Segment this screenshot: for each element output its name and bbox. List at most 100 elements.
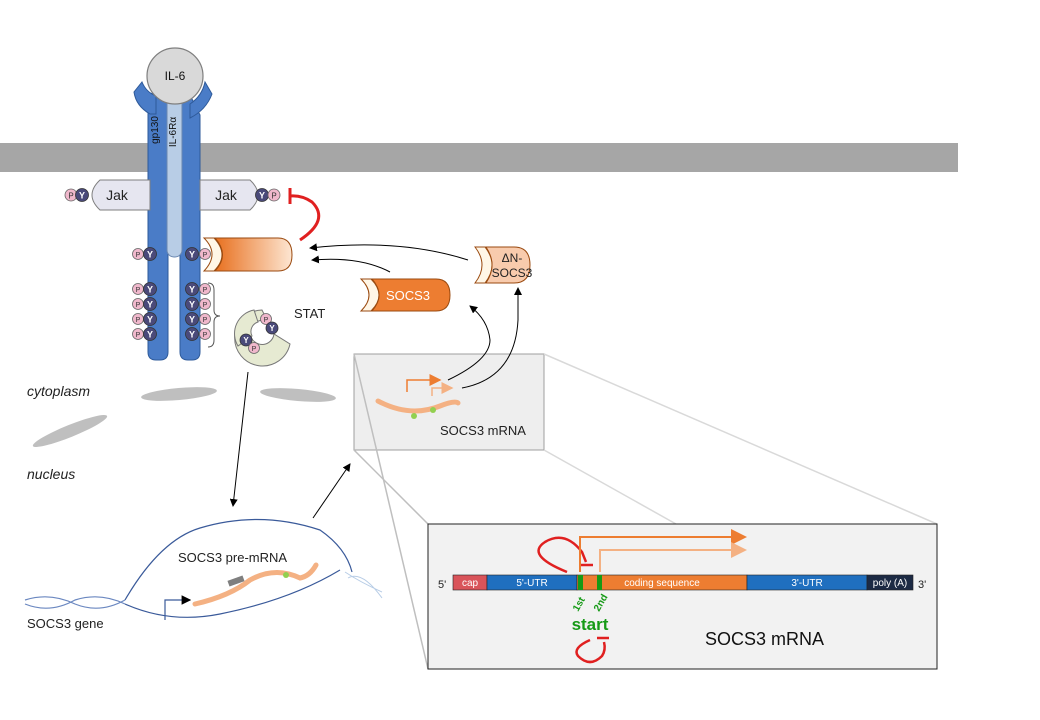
y-circle: [239, 333, 253, 347]
inhibition-loop-top: [537, 536, 588, 574]
mrna-segment: [866, 574, 914, 591]
start-codon-marker: [411, 413, 417, 419]
nucleus-label: nucleus: [27, 466, 75, 482]
p-label: P: [68, 192, 73, 201]
p-label: P: [271, 192, 276, 201]
dn-socs3-label-line2: SOCS3: [492, 266, 533, 280]
p-label: P: [136, 317, 141, 324]
first-start-codon: [578, 575, 583, 590]
nuclear-envelope: [141, 387, 217, 401]
y-label: Y: [147, 250, 153, 260]
gp130-label: gp130: [150, 116, 161, 144]
jak-left-label: Jak: [106, 187, 129, 203]
inhibition-loop-bottom: [575, 638, 606, 664]
y-circle: [143, 282, 157, 296]
y-circle: [185, 327, 199, 341]
stat-label: STAT: [294, 306, 325, 321]
y-label: Y: [147, 330, 153, 340]
socs3-label: SOCS3: [386, 288, 430, 303]
p-circle: [267, 188, 281, 202]
p-label: P: [264, 317, 269, 324]
y-circle: [143, 327, 157, 341]
y-label: Y: [189, 250, 195, 260]
jak-right: Jak Y P: [199, 179, 281, 211]
premrna-exon-marker: [227, 575, 245, 587]
y-circle: [185, 312, 199, 326]
zoom-line: [543, 449, 677, 525]
p-label: P: [136, 287, 141, 294]
p-label: P: [203, 252, 208, 259]
p-label: P: [203, 287, 208, 294]
socs3-protein: SOCS3: [359, 278, 451, 312]
p-label: P: [203, 302, 208, 309]
socs3-gene-label: SOCS3 gene: [27, 616, 104, 631]
y-circle: [143, 312, 157, 326]
nuclear-envelope: [32, 415, 108, 447]
dna-gene: [24, 518, 383, 620]
arrow-stat-to-gene: [229, 371, 249, 507]
arrow-premrna-to-mrna: [312, 463, 351, 519]
five-prime-label: 5': [438, 579, 446, 591]
y-label: Y: [243, 336, 249, 345]
zoom-line: [353, 353, 429, 670]
premrna-strand: [192, 562, 319, 607]
socs3-premrna-label: SOCS3 pre-mRNA: [178, 550, 287, 565]
arrow-socs3-to-receptor: [311, 255, 391, 273]
y-label: Y: [147, 300, 153, 310]
p-circle: [199, 298, 211, 310]
p-label: P: [136, 302, 141, 309]
y-circle: [185, 297, 199, 311]
il6ra-label: IL-6Rα: [168, 117, 179, 147]
start-label: start: [572, 615, 609, 634]
y-circle: [265, 321, 279, 335]
il6-label: IL-6: [165, 69, 186, 83]
nuclear-envelope: [260, 388, 336, 402]
stat-dimer: P Y Y P: [234, 309, 291, 367]
translation-arrow-truncated: [431, 382, 454, 396]
mrna-segment-label: cap: [462, 578, 479, 589]
arrow-mrna-to-dn-socs3: [461, 287, 522, 389]
y-circle: [185, 282, 199, 296]
p-label: P: [252, 346, 257, 353]
y-circle: [75, 188, 89, 202]
p-circle: [199, 283, 211, 295]
p-label: P: [203, 332, 208, 339]
mrna-strand: [375, 398, 461, 414]
p-circle: [248, 342, 260, 354]
p-circle: [199, 328, 211, 340]
y-circle: [143, 297, 157, 311]
y-label: Y: [189, 285, 195, 295]
y-label: Y: [147, 285, 153, 295]
y-label: Y: [189, 315, 195, 325]
y-label: Y: [269, 324, 275, 333]
mrna-segment-label: 5'-UTR: [516, 578, 547, 589]
y-label: Y: [79, 191, 85, 201]
cell-membrane: [0, 143, 958, 172]
arrow-dn-socs3-to-receptor: [309, 243, 469, 261]
start-codon-marker: [430, 407, 436, 413]
p-circle: [199, 313, 211, 325]
socs3-bound-receptor: [202, 237, 293, 272]
inset-title: SOCS3 mRNA: [705, 629, 824, 649]
stat-binding-bracket: [207, 282, 221, 348]
p-label: P: [203, 317, 208, 324]
p-circle: [199, 248, 211, 260]
y-label: Y: [189, 300, 195, 310]
il6-receptor-alpha: IL-6Rα: [166, 94, 183, 258]
zoom-line: [543, 353, 938, 525]
translation-arrow-truncated: [599, 542, 747, 572]
socs3-mrna-label: SOCS3 mRNA: [440, 423, 526, 438]
inhibition-arc-jak: [289, 194, 321, 242]
cytoplasm-label: cytoplasm: [27, 383, 90, 399]
second-start-codon: [597, 575, 602, 590]
y-circle: [143, 247, 157, 261]
y-label: Y: [189, 330, 195, 340]
start-codon-marker: [283, 572, 289, 578]
jak-right-label: Jak: [215, 187, 238, 203]
y-circle: [185, 247, 199, 261]
arrow-mrna-to-socs3: [447, 305, 491, 381]
dn-socs3-protein: ΔN- SOCS3: [473, 246, 533, 284]
three-prime-label: 3': [918, 579, 926, 591]
